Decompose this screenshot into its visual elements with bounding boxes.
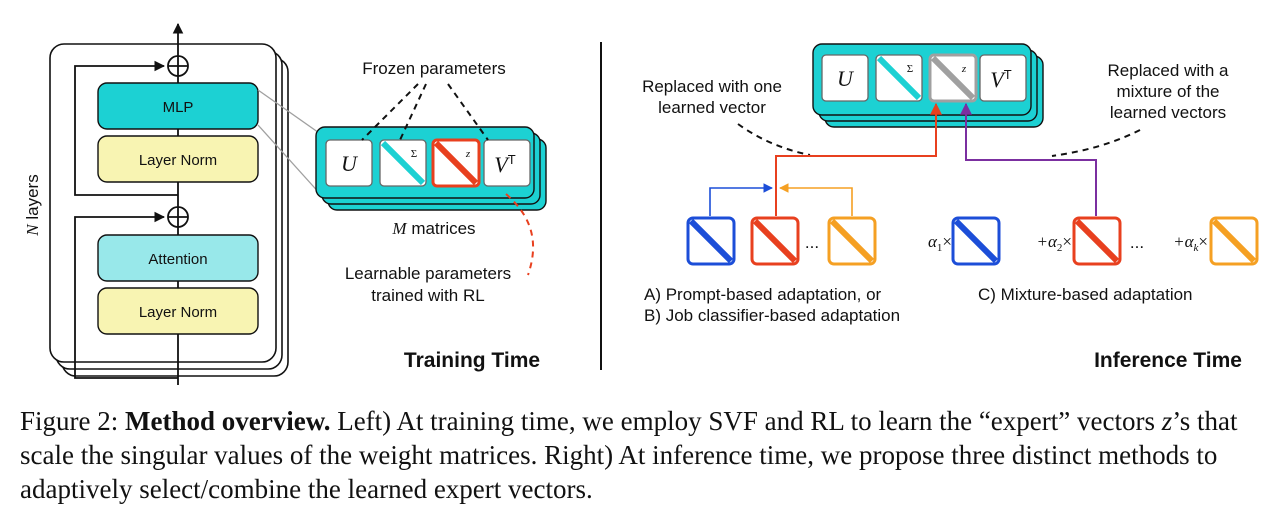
svg-text:U: U (341, 151, 359, 176)
svg-text:Layer Norm: Layer Norm (139, 152, 217, 169)
mixture-vector-red (1072, 216, 1122, 266)
mixture-vector-blue (951, 216, 1001, 266)
matrix-u-inference: U (821, 54, 869, 102)
residual-skip-bottom (74, 211, 178, 379)
layer-norm-block-bottom: Layer Norm (97, 287, 259, 335)
matrix-u-training: U (325, 139, 373, 187)
single-vector-arrow (775, 102, 942, 195)
ellipsis-ab: ... (805, 233, 819, 252)
expert-vector-orange (827, 216, 877, 266)
matrix-z-inference: z (928, 53, 978, 103)
matrix-z-training: z (431, 138, 481, 188)
residual-add-bottom (167, 206, 189, 228)
expert-vector-red (750, 216, 800, 266)
matrix-sigma-inference: Σ (875, 54, 923, 102)
residual-skip-top (74, 60, 178, 196)
connector-line-top (257, 89, 323, 136)
svg-text:z: z (465, 148, 471, 160)
blue-vector-arrow (709, 183, 773, 216)
figure-caption: Figure 2: Method overview. Left) At trai… (20, 404, 1265, 506)
alpha-1-coefficient: α1× (928, 232, 952, 254)
expert-vector-blue (686, 216, 736, 266)
residual-add-top (167, 55, 189, 77)
matrix-sigma-training: Σ (379, 139, 427, 187)
orange-vector-arrow (779, 183, 853, 216)
frozen-parameters-label: Frozen parameters (362, 59, 506, 78)
mixture-vector-arrow (960, 102, 1097, 216)
svg-text:VT: VT (990, 67, 1011, 92)
inference-time-title: Inference Time (1094, 349, 1242, 372)
m-matrices-label: M matrices (391, 219, 475, 238)
attention-block: Attention (97, 234, 259, 282)
mixture-vector-orange (1209, 216, 1259, 266)
replaced-one-dashed-curve (737, 123, 811, 156)
caption-z: z (1161, 406, 1173, 436)
svg-text:U: U (837, 66, 855, 91)
caption-text-2: ’s that scale the singular values of the… (20, 406, 1238, 504)
training-time-title: Training Time (404, 349, 540, 372)
matrix-v-inference: VT (979, 54, 1027, 102)
adaptation-c-label: C) Mixture-based adaptation (978, 285, 1193, 304)
alpha-k-coefficient: +αk× (1173, 232, 1208, 254)
caption-prefix: Figure 2: (20, 406, 125, 436)
svg-text:Σ: Σ (907, 63, 913, 75)
svg-text:Attention: Attention (148, 251, 207, 268)
matrix-v-training: VT (483, 139, 531, 187)
svg-text:Σ: Σ (411, 148, 417, 160)
ellipsis-c: ... (1130, 233, 1144, 252)
caption-bold: Method overview. (125, 406, 331, 436)
alpha-2-coefficient: +α2× (1037, 232, 1073, 254)
connector-line-bottom (257, 124, 323, 197)
frozen-dashed-lines (361, 83, 489, 141)
caption-text-1: Left) At training time, we employ SVF an… (330, 406, 1162, 436)
learnable-dashed-curve (505, 193, 535, 276)
mlp-block: MLP (97, 82, 259, 130)
svg-text:VT: VT (494, 152, 515, 177)
n-layers-label: N layers (23, 174, 42, 236)
svg-text:MLP: MLP (163, 99, 194, 116)
replaced-mixture-dashed-curve (1051, 129, 1141, 157)
svg-text:z: z (961, 63, 967, 75)
svg-text:Layer Norm: Layer Norm (139, 304, 217, 321)
layer-norm-block-top: Layer Norm (97, 135, 259, 183)
